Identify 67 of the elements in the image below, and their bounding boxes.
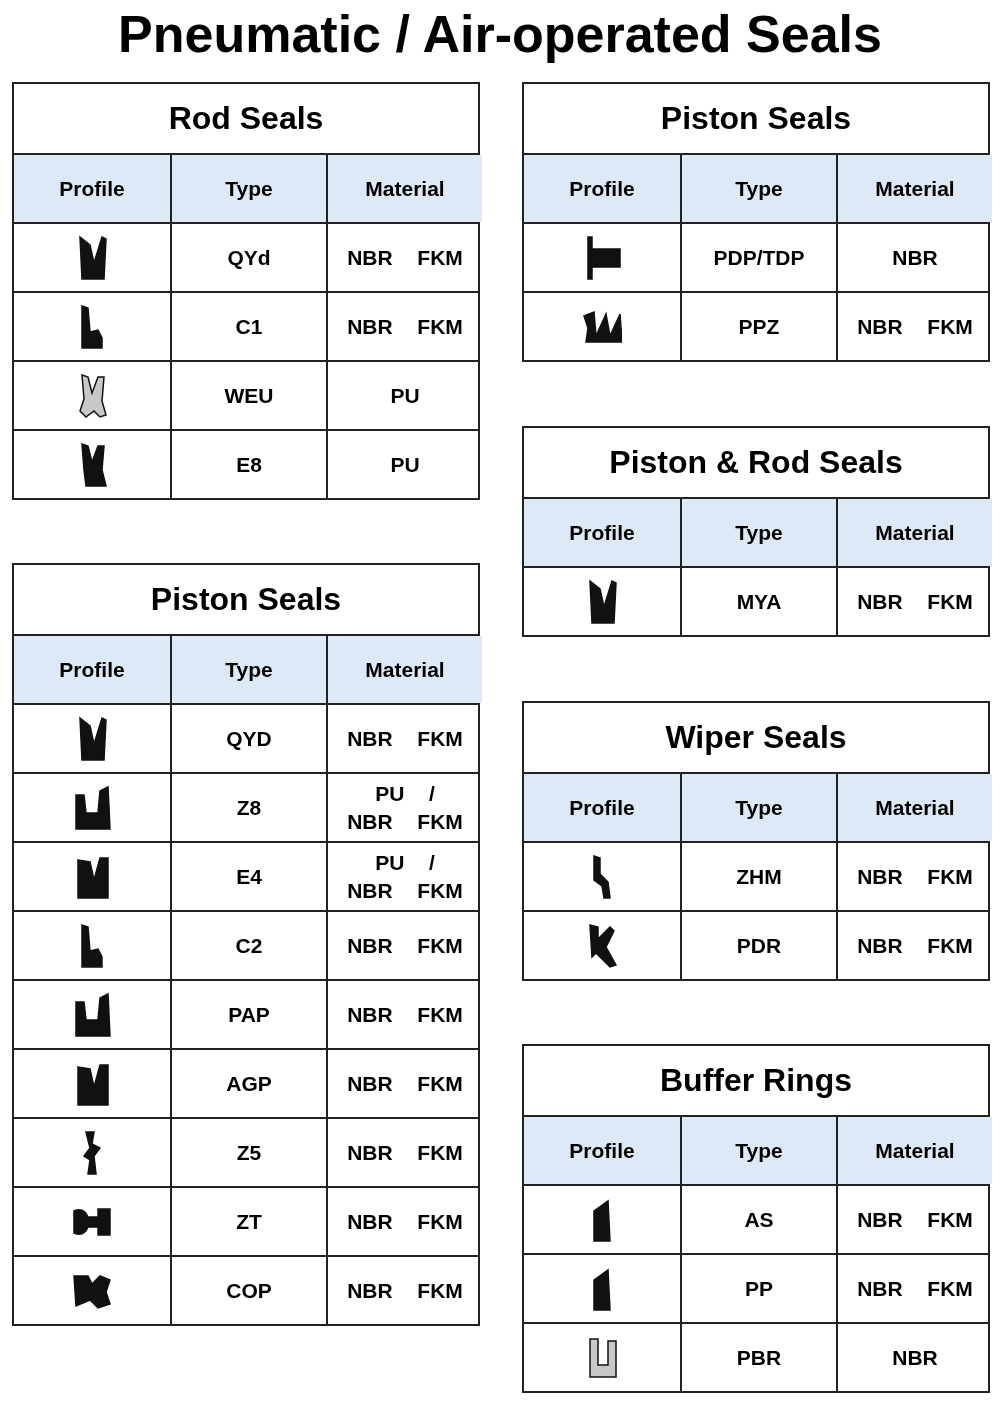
material-text: NBR xyxy=(891,1344,939,1371)
table-title: Rod Seals xyxy=(168,100,324,137)
type-code: WEU xyxy=(223,382,275,409)
column-header: Profile xyxy=(14,636,170,703)
column-header: Material xyxy=(838,499,992,566)
table-title: Piston & Rod Seals xyxy=(609,444,903,481)
table-title: Piston Seals xyxy=(660,100,852,137)
type-code: PPZ xyxy=(737,313,781,340)
table-title: Wiper Seals xyxy=(665,719,847,756)
type-code: E8 xyxy=(235,451,263,478)
material-text: PU / NBR FKM xyxy=(346,849,464,904)
type-code: Z5 xyxy=(235,1139,263,1166)
type-code: ZHM xyxy=(735,863,783,890)
column-header: Material xyxy=(328,155,482,222)
type-code: PDR xyxy=(735,932,783,959)
type-code: C2 xyxy=(234,932,264,959)
type-code: ZT xyxy=(235,1208,263,1235)
type-code: PP xyxy=(744,1275,774,1302)
material-text: NBR xyxy=(891,244,939,271)
material-text: NBR FKM xyxy=(856,863,974,890)
table-title: Buffer Rings xyxy=(660,1062,852,1099)
column-header: Material xyxy=(838,774,992,841)
material-text: NBR FKM xyxy=(346,725,464,752)
material-text: PU / NBR FKM xyxy=(346,780,464,835)
type-code: E4 xyxy=(235,863,263,890)
column-header: Type xyxy=(682,155,836,222)
material-text: NBR FKM xyxy=(346,1070,464,1097)
material-text: NBR FKM xyxy=(856,932,974,959)
material-text: NBR FKM xyxy=(346,1001,464,1028)
column-header: Profile xyxy=(14,155,170,222)
column-header: Profile xyxy=(524,499,680,566)
type-code: COP xyxy=(225,1277,273,1304)
type-code: QYD xyxy=(225,725,273,752)
column-header: Type xyxy=(682,1117,836,1184)
material-text: NBR FKM xyxy=(346,244,464,271)
type-code: Z8 xyxy=(235,794,263,821)
column-header: Profile xyxy=(524,1117,680,1184)
material-text: NBR FKM xyxy=(346,1208,464,1235)
material-text: NBR FKM xyxy=(856,1206,974,1233)
material-text: PU xyxy=(389,451,421,478)
type-code: QYd xyxy=(226,244,272,271)
material-text: NBR FKM xyxy=(856,313,974,340)
column-header: Profile xyxy=(524,774,680,841)
column-header: Type xyxy=(682,499,836,566)
column-header: Material xyxy=(328,636,482,703)
material-text: NBR FKM xyxy=(856,588,974,615)
type-code: PAP xyxy=(227,1001,271,1028)
type-code: AS xyxy=(743,1206,775,1233)
type-code: MYA xyxy=(735,588,783,615)
material-text: NBR FKM xyxy=(346,1277,464,1304)
page-title: Pneumatic / Air-operated Seals xyxy=(117,4,883,64)
column-header: Type xyxy=(682,774,836,841)
column-header: Type xyxy=(172,636,326,703)
column-header: Type xyxy=(172,155,326,222)
material-text: PU xyxy=(389,382,421,409)
column-header: Material xyxy=(838,1117,992,1184)
table-title: Piston Seals xyxy=(150,581,342,618)
material-text: NBR FKM xyxy=(856,1275,974,1302)
material-text: NBR FKM xyxy=(346,313,464,340)
material-text: NBR FKM xyxy=(346,1139,464,1166)
type-code: C1 xyxy=(234,313,264,340)
type-code: PBR xyxy=(735,1344,783,1371)
type-code: PDP/TDP xyxy=(712,244,806,271)
material-text: NBR FKM xyxy=(346,932,464,959)
column-header: Profile xyxy=(524,155,680,222)
column-header: Material xyxy=(838,155,992,222)
type-code: AGP xyxy=(225,1070,273,1097)
